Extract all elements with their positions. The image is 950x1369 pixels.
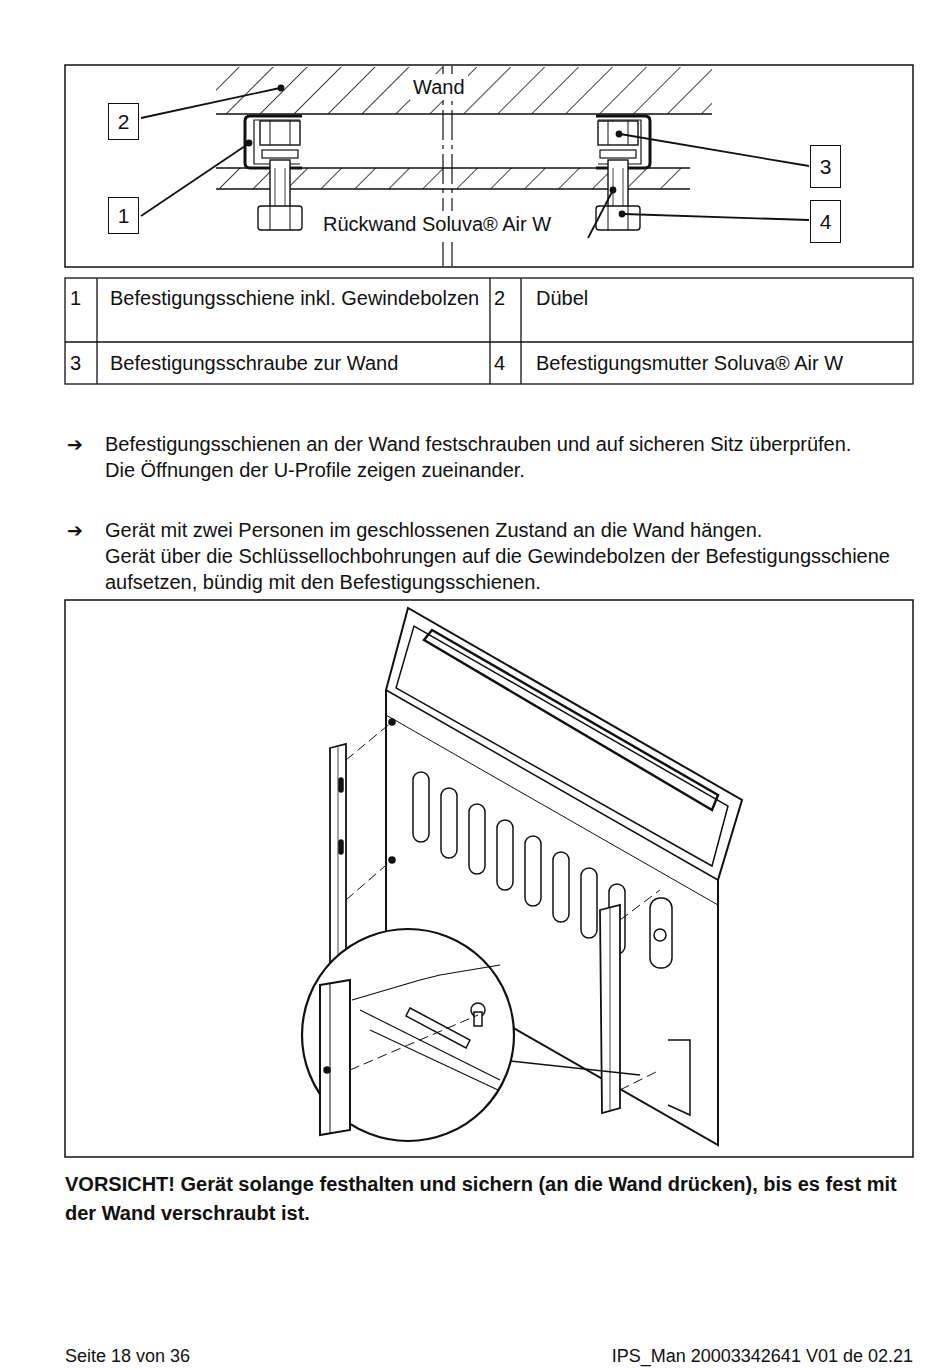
instruction-text: Befestigungsschienen an der Wand festsch… — [105, 431, 910, 457]
bullet-arrow: ➔ — [67, 517, 83, 543]
table-number: 1 — [70, 285, 81, 311]
table-number: 4 — [494, 350, 505, 376]
callout-box: 2 — [108, 103, 139, 140]
table-cell: Befestigungsschraube zur Wand — [110, 350, 480, 376]
instruction-step: Befestigungsschienen an der Wand festsch… — [105, 431, 910, 483]
callout-number: 2 — [118, 110, 130, 134]
wall-label: Wand — [410, 74, 468, 100]
table-grid — [65, 278, 913, 384]
instruction-text: Die Öffnungen der U-Profile zeigen zuein… — [105, 457, 910, 483]
section-diagram — [65, 65, 913, 267]
instruction-step: Gerät mit zwei Personen im geschlossenen… — [105, 517, 910, 595]
bullet-arrow: ➔ — [67, 431, 83, 457]
table-cell: Dübel — [536, 285, 906, 311]
table-number: 3 — [70, 350, 81, 376]
mounting-illustration — [65, 600, 913, 1157]
document-id: IPS_Man 20003342641 V01 de 02.21 — [500, 1345, 913, 1367]
instruction-text: Gerät über die Schlüssellochbohrungen au… — [105, 543, 910, 595]
instruction-text: Gerät mit zwei Personen im geschlossenen… — [105, 517, 910, 543]
panel-label: Rückwand Soluva® Air W — [320, 211, 554, 237]
callout-box: 3 — [810, 145, 841, 188]
warning-note: VORSICHT! Gerät solange festhalten und s… — [65, 1170, 915, 1228]
callout-box: 4 — [810, 200, 841, 243]
callout-number: 1 — [118, 204, 130, 228]
callout-number: 3 — [820, 155, 832, 179]
table-cell: Befestigungsmutter Soluva® Air W — [536, 350, 908, 376]
table-number: 2 — [494, 285, 505, 311]
table-cell: Befestigungsschiene inkl. Gewindebolzen — [110, 285, 480, 311]
callout-number: 4 — [820, 210, 832, 234]
page-number: Seite 18 von 36 — [65, 1345, 190, 1367]
callout-box: 1 — [108, 197, 139, 234]
